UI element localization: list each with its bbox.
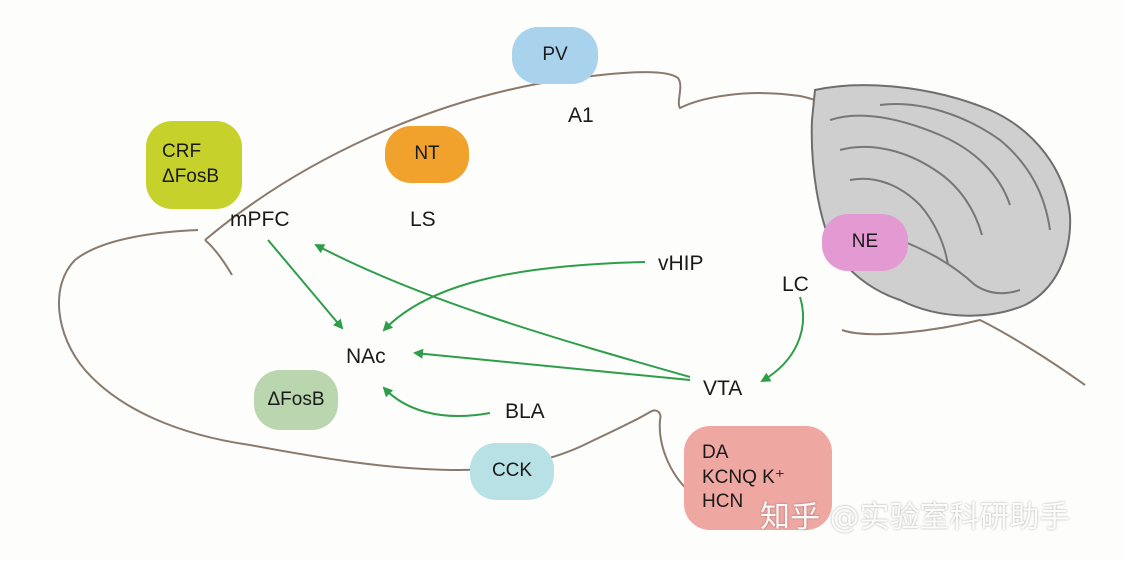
region-label-a1: A1 bbox=[568, 104, 594, 127]
arrow-vta-to-nac bbox=[413, 348, 691, 381]
region-label-ls: LS bbox=[410, 208, 436, 231]
marker-text-crf: CRF bbox=[162, 141, 202, 163]
prefrontal-fold bbox=[204, 239, 233, 276]
marker-box-pv: PV bbox=[512, 27, 598, 84]
marker-text-kcnq: KCNQ K⁺ bbox=[702, 466, 785, 488]
ventral-outline bbox=[58, 229, 701, 501]
cortex-outline bbox=[204, 71, 843, 241]
arrow-mpfc-to-nac bbox=[267, 239, 344, 330]
region-label-mpfc: mPFC bbox=[230, 208, 290, 231]
brainstem-outline bbox=[841, 318, 1086, 386]
arrow-vhip-to-nac bbox=[382, 261, 646, 332]
marker-text-ne: NE bbox=[851, 231, 879, 253]
marker-text-da: DA bbox=[702, 441, 729, 463]
watermark-text: 知乎 @实验室科研助手 bbox=[760, 500, 1070, 535]
region-label-lc: LC bbox=[782, 273, 809, 296]
arrow-vta-to-mpfc bbox=[314, 244, 691, 378]
arrow-lc-to-vta bbox=[760, 296, 805, 382]
arrow-bla-to-nac bbox=[382, 386, 491, 417]
marker-box-cck: CCK bbox=[470, 443, 554, 500]
marker-box-nt: NT bbox=[385, 126, 469, 183]
marker-box-ne: NE bbox=[822, 214, 908, 271]
cerebellum bbox=[810, 84, 1072, 317]
marker-box-da: DA KCNQ K⁺ HCN bbox=[684, 426, 832, 530]
marker-text-cck: CCK bbox=[491, 460, 533, 482]
region-label-nac: NAc bbox=[346, 345, 386, 368]
marker-text-hcn: HCN bbox=[702, 491, 744, 513]
marker-text-nt: NT bbox=[414, 143, 440, 165]
marker-text-crf-dfosb: ΔFosB bbox=[162, 166, 220, 187]
marker-box-dfosb: ΔFosB bbox=[254, 370, 338, 430]
region-label-vta: VTA bbox=[703, 377, 743, 400]
projection-arrows bbox=[267, 239, 805, 417]
marker-text-pv: PV bbox=[542, 44, 568, 66]
region-label-bla: BLA bbox=[505, 400, 545, 423]
marker-text-dfosb: ΔFosB bbox=[267, 388, 325, 410]
region-label-vhip: vHIP bbox=[658, 252, 704, 275]
marker-box-crf: CRF ΔFosB bbox=[146, 121, 242, 209]
